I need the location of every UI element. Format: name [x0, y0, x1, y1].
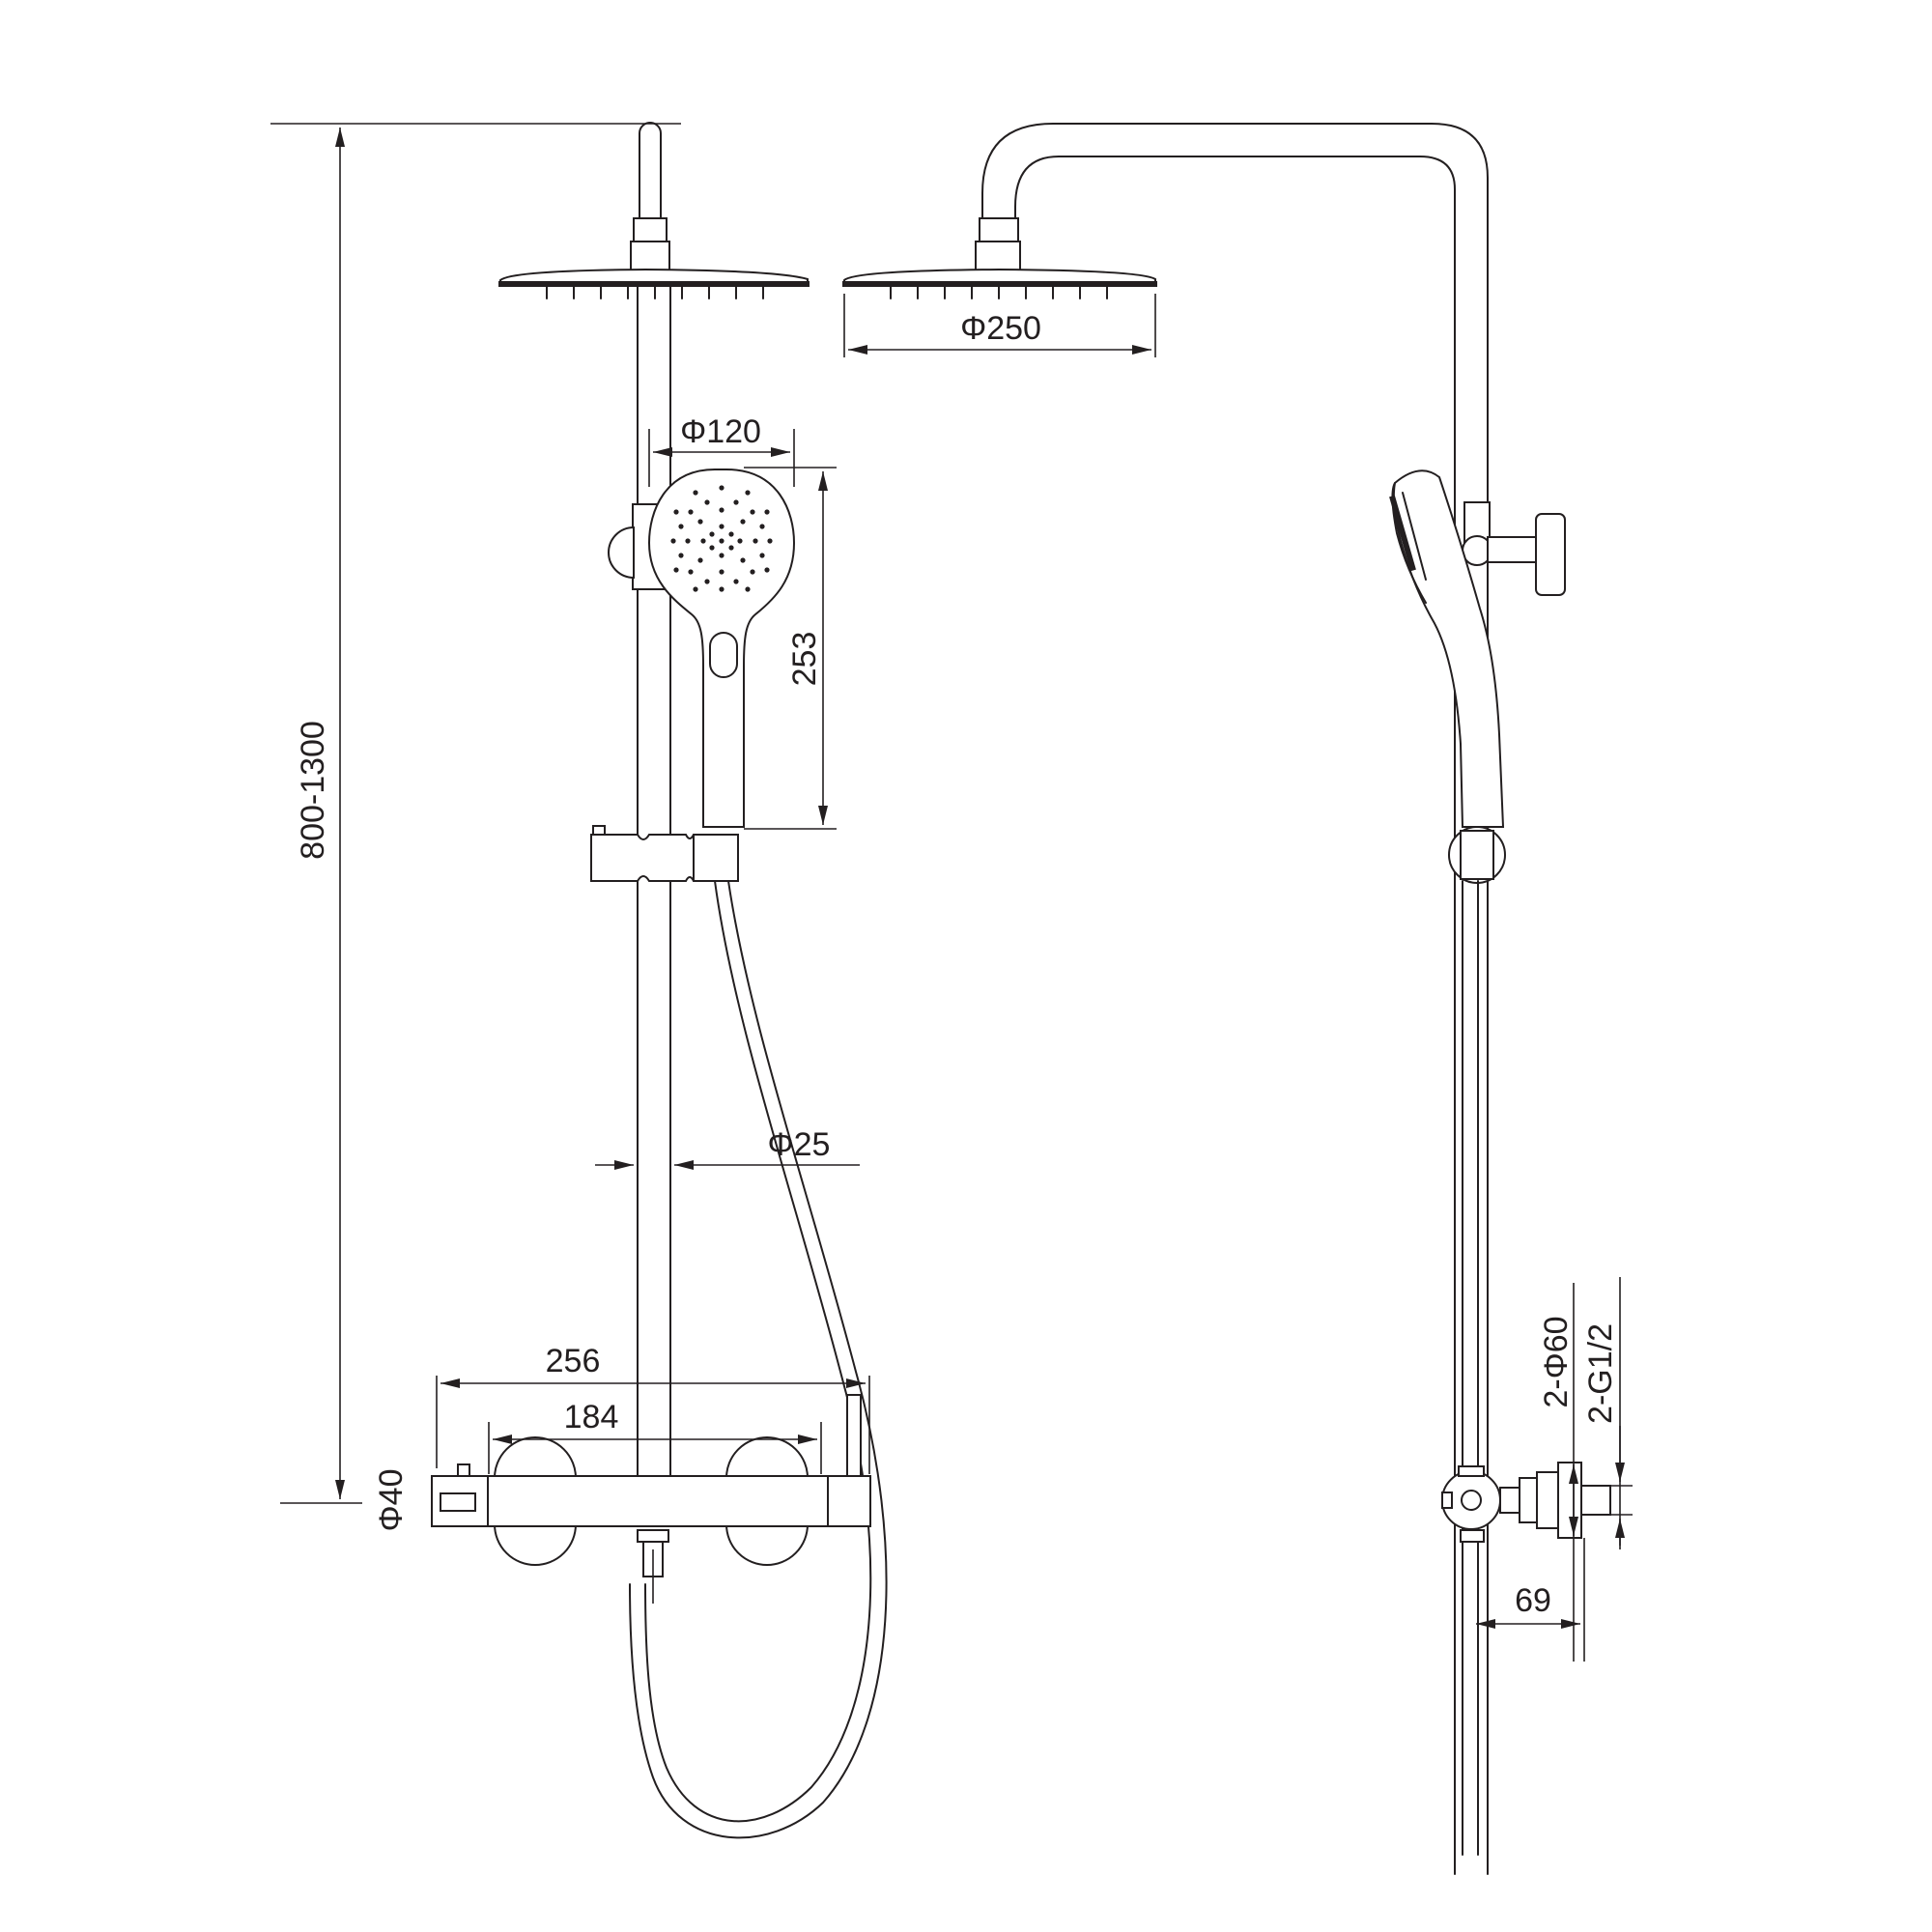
side-upper-holder — [1462, 501, 1566, 596]
rain-shower-head-front — [498, 268, 810, 299]
side-mixer-top-cap — [1458, 1465, 1485, 1477]
upper-holder-knob — [608, 526, 635, 580]
rain-head-nut — [633, 217, 668, 242]
hand-head-diameter-label: Φ120 — [680, 413, 761, 450]
rain-head-nozzles — [546, 286, 764, 299]
hand-shower-side — [1389, 469, 1505, 828]
side-sliding-holder — [1448, 826, 1506, 884]
left-escutcheon-bottom — [493, 1523, 578, 1566]
temperature-handle-slot — [440, 1492, 476, 1512]
side-mixer-core — [1461, 1490, 1482, 1511]
hand-shower-button — [709, 632, 738, 678]
thermostatic-mixer — [431, 1394, 871, 1604]
wall-offset-label: 69 — [1515, 1582, 1551, 1619]
hand-shower-face-edge — [1402, 492, 1427, 581]
wall-bracket-plate — [1535, 513, 1566, 596]
height-label: 800-1300 — [295, 721, 331, 860]
left-escutcheon-top — [493, 1436, 578, 1479]
mixer-body — [487, 1475, 829, 1527]
side-mixer-union — [1519, 1477, 1538, 1523]
side-inlet-pipe — [1580, 1485, 1611, 1516]
temperature-stop-button — [457, 1463, 470, 1477]
thread-label: 2-G1/2 — [1582, 1323, 1619, 1424]
side-slider-body — [1460, 830, 1494, 880]
side-escutcheon — [1557, 1462, 1582, 1539]
hand-length-label: 253 — [786, 632, 823, 687]
side-view: Φ250 — [842, 123, 1633, 1875]
shower-hose — [629, 880, 888, 1839]
hand-shower-front — [647, 469, 796, 828]
rain-shower-head-side — [842, 268, 1157, 299]
shower-arm-outer — [981, 123, 1489, 488]
escutcheon-label: 2-Φ60 — [1538, 1316, 1575, 1407]
side-mixer-bottom-nut — [1460, 1529, 1485, 1543]
rain-head-diameter-label: Φ250 — [960, 310, 1041, 347]
right-escutcheon-bottom — [724, 1523, 810, 1566]
side-rain-head-swivel — [975, 241, 1021, 271]
front-view: 800-1300 — [270, 122, 888, 1839]
side-mixer-stop — [1441, 1492, 1453, 1509]
shower-arm-inner — [1014, 156, 1456, 488]
inlet-spacing-label: 184 — [564, 1399, 619, 1435]
hand-shower-nozzle-dots — [670, 485, 773, 592]
side-mixer-nut — [1536, 1471, 1559, 1529]
riser-diameter-label: Φ25 — [768, 1126, 831, 1163]
flow-lever — [846, 1394, 862, 1477]
rain-head-swivel — [630, 241, 670, 271]
sliding-holder — [590, 825, 739, 882]
flow-handle — [827, 1475, 871, 1527]
wall-bracket-arm — [1487, 536, 1537, 563]
mixer-width-label: 256 — [546, 1343, 601, 1379]
side-mixer — [1441, 1462, 1611, 1543]
hand-shower-nozzle-face — [1389, 495, 1416, 572]
upper-riser-pipe — [639, 122, 662, 241]
right-escutcheon-top — [724, 1436, 810, 1479]
side-rain-head-nut — [979, 217, 1019, 242]
side-mixer-connector — [1499, 1487, 1520, 1514]
mixer-body-diameter-label: Φ40 — [373, 1469, 410, 1532]
outlet-nut — [637, 1529, 669, 1543]
